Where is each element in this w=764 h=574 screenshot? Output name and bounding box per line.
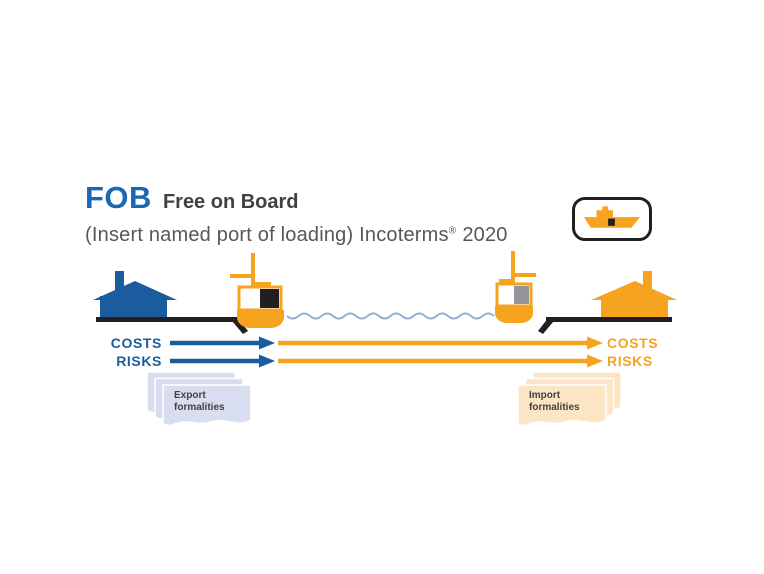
quay-line-left	[96, 317, 248, 334]
seller-risks-label: RISKS	[116, 353, 162, 369]
buyer-costs-label: COSTS	[607, 335, 659, 351]
import-formalities-label: Import formalities	[529, 390, 580, 414]
export-formalities-line2: formalities	[174, 402, 225, 413]
blue-warehouse-icon	[93, 271, 177, 317]
vessel-at-loading-port-icon	[237, 285, 284, 328]
buyer-risks-arrow	[278, 354, 603, 368]
import-formalities-line2: formalities	[529, 402, 580, 413]
export-formalities-line1: Export	[174, 390, 206, 401]
wave-line-icon	[286, 312, 495, 320]
registered-trademark: ®	[448, 225, 457, 237]
header: FOB Free on Board (Insert named port of …	[85, 180, 508, 247]
vessel-at-destination-port-icon	[495, 282, 533, 323]
import-documents-icon	[517, 371, 622, 427]
page-title: FOB Free on Board	[85, 180, 508, 216]
unloading-crane-icon	[499, 251, 536, 284]
ship-badge	[572, 197, 652, 241]
seller-costs-label: COSTS	[110, 335, 162, 351]
seller-costs-arrow	[170, 336, 275, 350]
incoterm-code: FOB	[85, 180, 152, 215]
port-instruction: (Insert named port of loading) Incoterms	[85, 224, 449, 246]
buyer-risks-label: RISKS	[607, 353, 653, 369]
quay-line-right	[538, 317, 672, 334]
incoterm-name: Free on Board	[162, 191, 299, 213]
incoterms-year: 2020	[462, 224, 508, 246]
seller-risks-arrow	[170, 354, 275, 368]
subtitle: (Insert named port of loading) Incoterms…	[85, 224, 508, 247]
buyer-costs-arrow	[278, 336, 603, 350]
orange-warehouse-icon	[591, 271, 677, 317]
loading-crane-icon	[230, 253, 271, 288]
export-documents-icon	[146, 371, 252, 427]
import-formalities-line1: Import	[529, 390, 561, 401]
export-formalities-label: Export formalities	[174, 390, 225, 414]
cargo-ship-icon	[583, 206, 641, 228]
